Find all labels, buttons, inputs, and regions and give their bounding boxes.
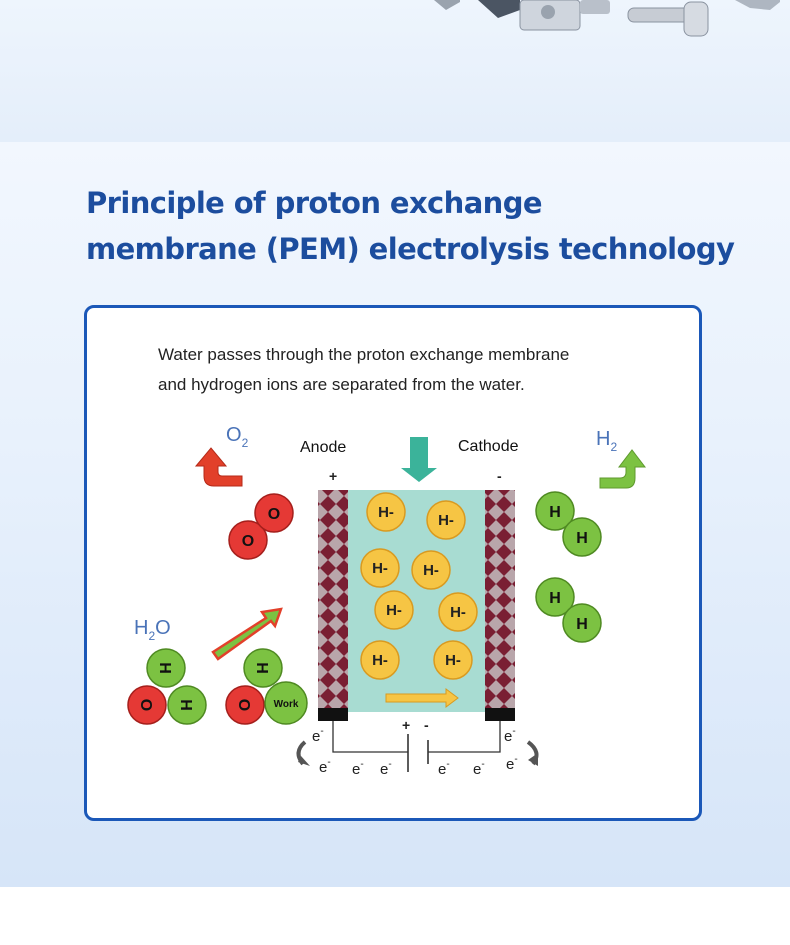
electron-label: e-: [312, 726, 324, 745]
water-inflow-arrow: [401, 437, 437, 482]
cathode-sign: -: [497, 468, 502, 484]
hydrogen-atom-label: H: [576, 616, 588, 633]
electron-label: e-: [352, 759, 364, 778]
hydrogen-atom-label: H: [576, 530, 588, 547]
hydrogen-atom-label: H: [549, 504, 561, 521]
anode-label: Anode: [300, 439, 346, 456]
cathode-label: Cathode: [458, 438, 519, 455]
battery-plus-label: +: [402, 717, 410, 733]
water-label: H2O: [134, 617, 171, 643]
electron-label: e-: [504, 726, 516, 745]
hydrogen-atom-label: H: [156, 662, 173, 674]
hydrogen-outflow-arrow: [600, 450, 645, 488]
hydrogen-atom-label: H: [549, 590, 561, 607]
oxygen-atom-label: O: [268, 506, 280, 523]
oxygen-outflow-arrow: [196, 448, 242, 486]
anode-membrane: [318, 490, 348, 708]
electron-label: e-: [438, 759, 450, 778]
hydrogen-ion-label: H-: [372, 652, 388, 669]
work-label: Work: [274, 699, 299, 710]
hydrogen-atom-label: H: [177, 699, 194, 711]
external-circuit: [333, 721, 500, 752]
oxygen-gas-label: O2: [226, 424, 249, 450]
electron-label: e-: [473, 759, 485, 778]
cathode-membrane: [485, 490, 515, 708]
cathode-terminal: [485, 708, 515, 721]
hydrogen-atom-label: H: [253, 662, 270, 674]
hydrogen-ion-label: H-: [372, 560, 388, 577]
oxygen-atom-label: O: [242, 533, 254, 550]
battery-icon: [408, 734, 428, 772]
hydrogen-ion-label: H-: [438, 512, 454, 529]
battery-minus-label: -: [424, 717, 429, 733]
hydrogen-gas-label: H2: [596, 428, 617, 454]
hydrogen-ion-label: H-: [450, 604, 466, 621]
electron-label: e-: [380, 759, 392, 778]
hydrogen-ion-label: H-: [445, 652, 461, 669]
electron-label: e-: [506, 754, 518, 773]
hydrogen-ion-label: H-: [378, 504, 394, 521]
electron-flow-right-arrow-head: [528, 753, 538, 766]
electron-label: e-: [319, 757, 331, 776]
oxygen-atom-label: O: [235, 699, 252, 711]
anode-terminal: [318, 708, 348, 721]
anode-sign: +: [329, 468, 337, 484]
oxygen-atom-label: O: [137, 699, 154, 711]
hydrogen-ion-label: H-: [386, 602, 402, 619]
hydrogen-ion-label: H-: [423, 562, 439, 579]
